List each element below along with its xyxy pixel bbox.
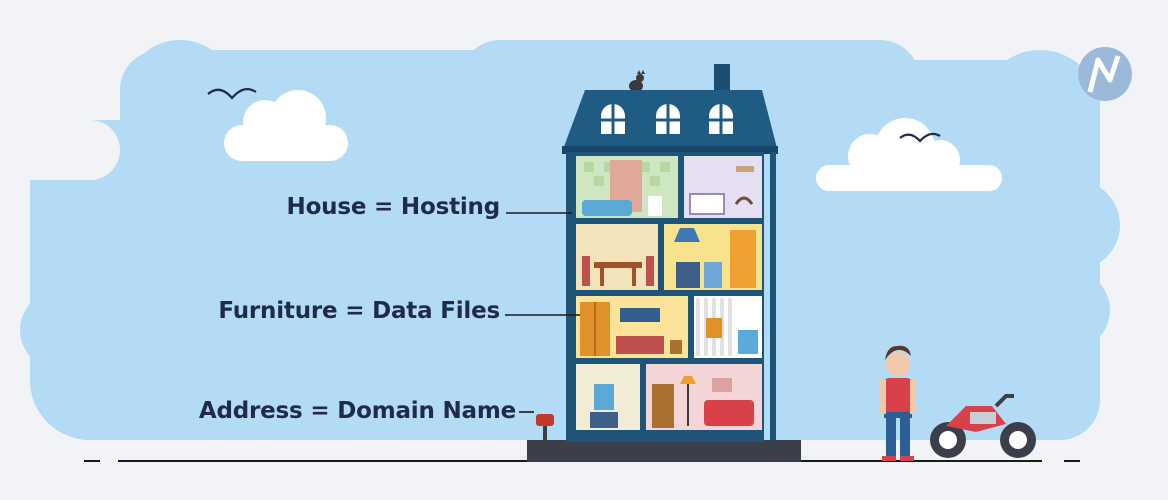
label-address-domain-name: Address = Domain Name [198,398,516,424]
cloud-left [224,90,348,161]
person-icon [880,345,916,461]
bird-icon-right [899,132,941,143]
motorcycle-icon [930,394,1036,458]
sky-background [20,40,1120,440]
mailbox-icon [536,414,554,442]
bird-icon [207,87,257,100]
cloud-right [816,118,1002,191]
chimney [714,64,730,94]
roof-windows [601,104,733,134]
cat-icon [629,70,645,92]
house-foundation [527,440,801,462]
logo-icon [1078,47,1132,101]
label-house-hosting: House = Hosting [286,194,501,220]
label-furniture-data-files: Furniture = Data Files [218,298,500,324]
